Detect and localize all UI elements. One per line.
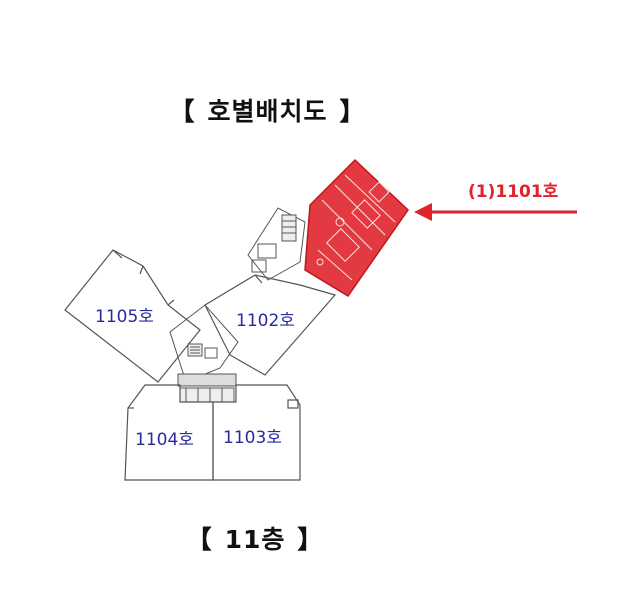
- title-close-bracket: 】: [339, 97, 366, 126]
- diagram-title: 【 호별배치도 】: [0, 92, 535, 128]
- floor-text: 11층: [224, 525, 286, 554]
- unit-1105[interactable]: [64, 249, 201, 383]
- unit-1101-arrow: [414, 203, 577, 221]
- floor-label: 【 11층 】: [0, 520, 510, 556]
- unit-1101[interactable]: [304, 158, 409, 298]
- title-open-bracket: 【: [169, 97, 196, 126]
- unit-label-1101: (1)1101호: [468, 182, 559, 202]
- central-core: [169, 304, 239, 403]
- floor-open-bracket: 【: [186, 525, 213, 554]
- unit-1104[interactable]: [124, 384, 214, 481]
- unit-label-1103: 1103호: [223, 428, 282, 448]
- unit-1103[interactable]: [212, 384, 301, 481]
- upper-core: [247, 207, 306, 281]
- title-text: 호별배치도: [207, 97, 328, 126]
- unit-label-1105: 1105호: [95, 307, 154, 327]
- unit-label-1102: 1102호: [236, 311, 295, 331]
- unit-1102[interactable]: [204, 274, 337, 376]
- floor-close-bracket: 】: [297, 525, 324, 554]
- unit-label-1104: 1104호: [135, 430, 194, 450]
